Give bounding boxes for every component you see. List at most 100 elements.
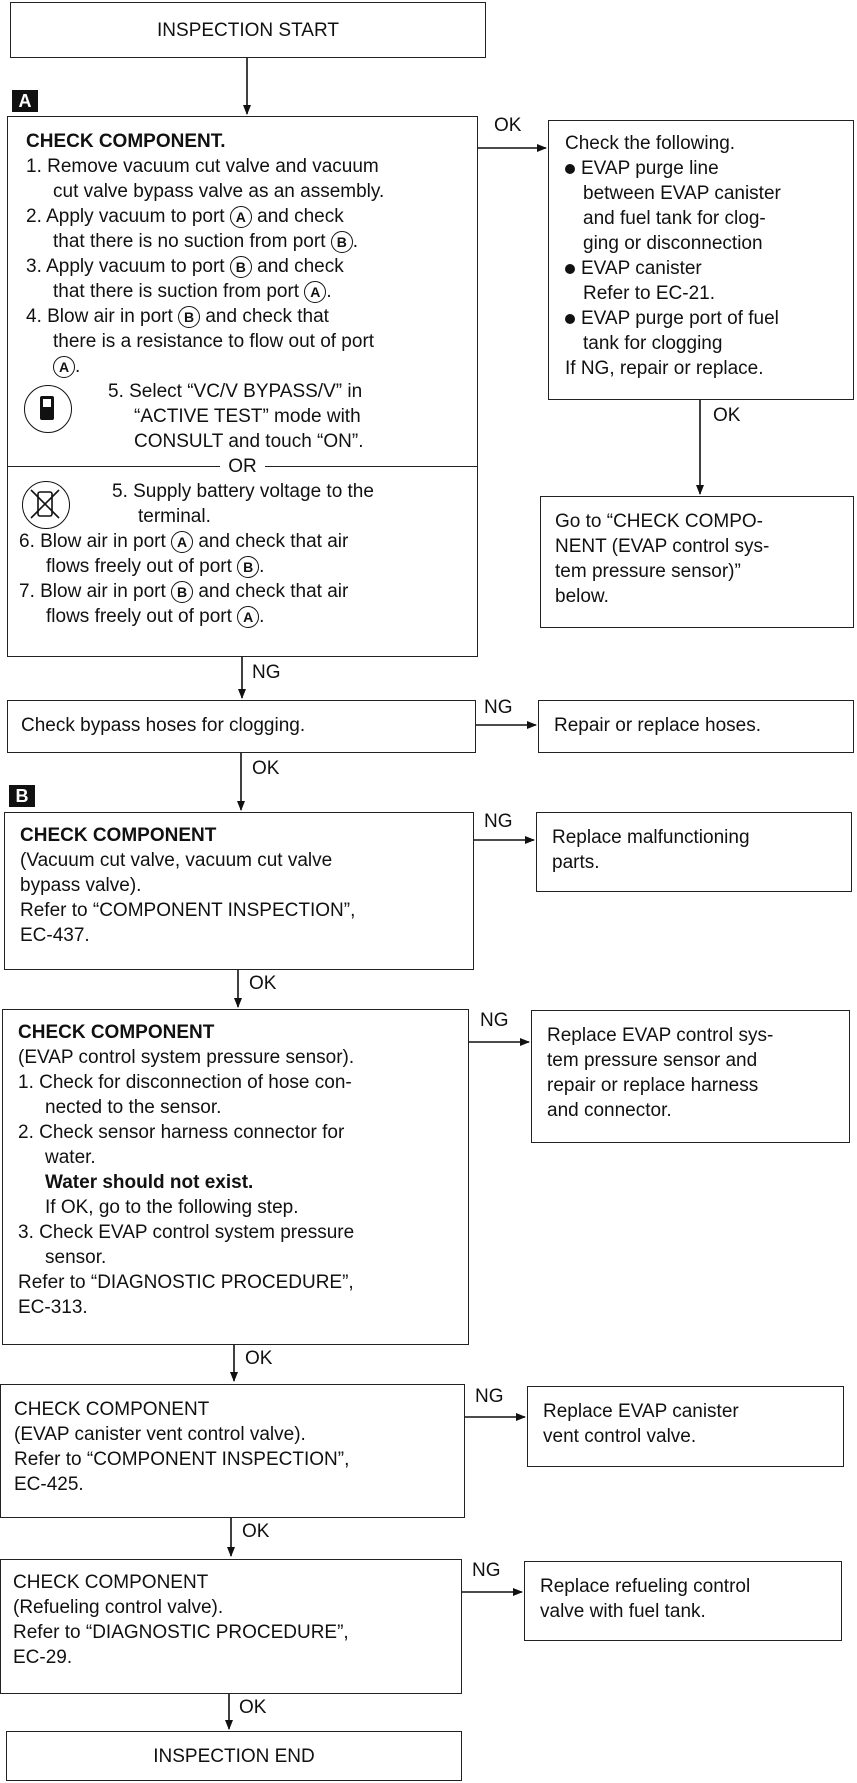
or-label: OR — [220, 456, 265, 477]
step-b-line: bypass valve). — [20, 875, 142, 896]
no-tester-text: 5. Supply battery voltage to the termina… — [112, 479, 374, 529]
step-a-lower: 5. Supply battery voltage to the termina… — [8, 479, 477, 629]
step-d-box: CHECK COMPONENT (EVAP canister vent cont… — [0, 1384, 465, 1518]
step-b-line: EC-437. — [20, 925, 90, 946]
step-tag-a: A — [12, 90, 38, 112]
step-c-ng-line: repair or replace harness — [547, 1075, 759, 1096]
inspection-end-box: INSPECTION END — [6, 1731, 462, 1781]
step-c-line: water. — [45, 1147, 96, 1168]
label-ng: NG — [480, 1010, 509, 1031]
step-tag-b: B — [9, 785, 35, 807]
label-ng: NG — [252, 662, 281, 683]
port-b-symbol: B — [330, 230, 353, 253]
step-e-box: CHECK COMPONENT (Refueling control valve… — [0, 1559, 462, 1694]
step-c-title: CHECK COMPONENT — [18, 1022, 215, 1043]
step-a-item: “ACTIVE TEST” mode with — [134, 406, 361, 427]
port-a-symbol: A — [171, 530, 194, 553]
step-b-ng-line: Replace malfunctioning — [552, 827, 750, 848]
check-item: Refer to EC-21. — [583, 283, 715, 304]
port-a-symbol: A — [237, 605, 260, 628]
step-c-line: 3. Check EVAP control system pressure — [18, 1222, 355, 1243]
bypass-ng-text: Repair or replace hoses. — [554, 715, 761, 736]
step-a-box: CHECK COMPONENT. 1. Remove vacuum cut va… — [7, 116, 478, 657]
step-d-line: Refer to “COMPONENT INSPECTION”, — [14, 1449, 350, 1470]
step-d-title: CHECK COMPONENT — [14, 1399, 210, 1420]
port-b-symbol: B — [178, 305, 201, 328]
check-following-box: Check the following. EVAP purge line bet… — [548, 120, 854, 400]
bullet-icon — [565, 263, 575, 274]
port-a-symbol: A — [304, 280, 327, 303]
check-following-footer: If NG, repair or replace. — [565, 358, 764, 379]
check-following-title: Check the following. — [565, 133, 736, 154]
step-a-upper: CHECK COMPONENT. 1. Remove vacuum cut va… — [8, 117, 477, 454]
step-d-ng-line: Replace EVAP canister — [543, 1401, 739, 1422]
label-ng: NG — [472, 1560, 501, 1581]
step-e-line: Refer to “DIAGNOSTIC PROCEDURE”, — [13, 1622, 349, 1643]
label-ng: NG — [484, 811, 513, 832]
step-c-line: 2. Check sensor harness connector for — [18, 1122, 345, 1143]
step-b-title: CHECK COMPONENT — [20, 825, 217, 846]
step-a-item: 7. Blow air in port B and check that air — [19, 580, 349, 603]
check-item: EVAP canister — [565, 256, 853, 281]
step-c-line: Refer to “DIAGNOSTIC PROCEDURE”, — [18, 1272, 354, 1293]
step-a-item: that there is suction from port A. — [53, 280, 332, 303]
step-c-line: EC-313. — [18, 1297, 88, 1318]
step-a-item: A. — [26, 354, 477, 379]
bypass-check-box: Check bypass hoses for clogging. — [7, 700, 476, 753]
check-item: ging or disconnection — [583, 233, 763, 254]
check-item: and fuel tank for clog- — [583, 208, 766, 229]
check-item: EVAP purge line — [565, 156, 853, 181]
bypass-check-text: Check bypass hoses for clogging. — [21, 715, 306, 736]
step-a-item: cut valve bypass valve as an assembly. — [53, 181, 385, 202]
bullet-icon — [565, 313, 575, 324]
step-c-line: Water should not exist. — [45, 1172, 254, 1193]
step-a-item: there is a resistance to flow out of por… — [53, 331, 375, 352]
label-ok: OK — [239, 1697, 267, 1718]
consult-tester-icon — [24, 385, 72, 433]
step-a-item: 2. Apply vacuum to port A and check — [26, 205, 344, 228]
consult-block: 5. Select “VC/V BYPASS/V” in “ACTIVE TES… — [24, 379, 477, 454]
check-item: between EVAP canister — [583, 183, 781, 204]
goto-line: NENT (EVAP control sys- — [555, 536, 770, 557]
step-e-line: EC-29. — [13, 1647, 73, 1668]
step-a-item: 5. Select “VC/V BYPASS/V” in — [108, 381, 363, 402]
step-d-line: (EVAP canister vent control valve). — [14, 1424, 306, 1445]
step-a-item: that there is no suction from port B. — [53, 230, 359, 253]
step-b-ng-box: Replace malfunctioning parts. — [536, 812, 852, 892]
or-divider: OR — [8, 454, 477, 479]
bullet-icon — [565, 163, 575, 174]
step-b-line: (Vacuum cut valve, vacuum cut valve — [20, 850, 333, 871]
step-c-line: sensor. — [45, 1247, 107, 1268]
step-b-ng-line: parts. — [552, 852, 600, 873]
goto-line: Go to “CHECK COMPO- — [555, 511, 763, 532]
step-e-ng-line: Replace refueling control — [540, 1576, 751, 1597]
step-c-box: CHECK COMPONENT (EVAP control system pre… — [2, 1009, 469, 1345]
step-a-item: CONSULT and touch “ON”. — [134, 431, 364, 452]
port-a-symbol: A — [229, 205, 252, 228]
goto-box: Go to “CHECK COMPO- NENT (EVAP control s… — [540, 496, 854, 628]
inspection-start-label: INSPECTION START — [157, 19, 339, 41]
label-ng: NG — [475, 1386, 504, 1407]
step-a-item: 3. Apply vacuum to port B and check — [26, 255, 344, 278]
goto-line: tem pressure sensor)” — [555, 561, 741, 582]
check-item: EVAP purge port of fuel — [565, 306, 853, 331]
label-ok: OK — [252, 758, 280, 779]
step-a-item: 5. Supply battery voltage to the — [112, 481, 374, 502]
step-e-ng-box: Replace refueling control valve with fue… — [524, 1561, 842, 1641]
step-a-item: 6. Blow air in port A and check that air — [19, 530, 349, 553]
step-d-line: EC-425. — [14, 1474, 84, 1495]
step-c-ng-box: Replace EVAP control sys- tem pressure s… — [531, 1010, 850, 1143]
step-a-item: 1. Remove vacuum cut valve and vacuum — [26, 156, 379, 177]
port-b-symbol: B — [229, 255, 252, 278]
step-a-item: flows freely out of port B. — [46, 555, 265, 578]
step-a-item: 4. Blow air in port B and check that — [26, 305, 329, 328]
step-c-line: If OK, go to the following step. — [45, 1197, 299, 1218]
inspection-start-box: INSPECTION START — [10, 2, 486, 58]
port-b-symbol: B — [171, 580, 194, 603]
label-ok: OK — [249, 973, 277, 994]
no-tester-icon — [22, 481, 70, 529]
port-b-symbol: B — [237, 555, 260, 578]
step-c-line: 1. Check for disconnection of hose con- — [18, 1072, 352, 1093]
label-ok: OK — [242, 1521, 270, 1542]
step-b-box: CHECK COMPONENT (Vacuum cut valve, vacuu… — [4, 812, 474, 970]
